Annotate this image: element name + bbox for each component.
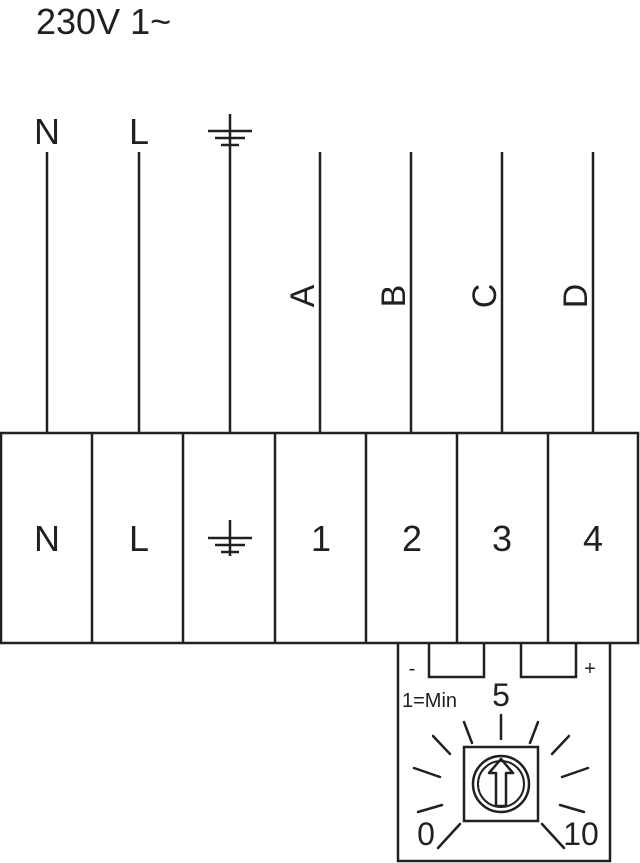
terminal-block bbox=[0, 431, 640, 645]
potentiometer-module bbox=[396, 643, 612, 863]
incoming-wires bbox=[45, 152, 232, 433]
plus-label: + bbox=[584, 658, 596, 680]
output-label-d: D bbox=[557, 284, 595, 309]
scale-high-label: 10 bbox=[563, 816, 599, 852]
output-label-a: A bbox=[284, 284, 322, 307]
earth-icon bbox=[208, 114, 252, 152]
minus-connector bbox=[427, 643, 486, 679]
terminal-label-n: N bbox=[34, 518, 60, 559]
incoming-label-l: L bbox=[129, 111, 149, 152]
plus-connector bbox=[519, 643, 578, 679]
dial-tick-marks bbox=[412, 713, 590, 850]
terminal-label-l: L bbox=[129, 518, 149, 559]
scale-low-label: 0 bbox=[417, 816, 435, 852]
terminal-label-2: 2 bbox=[402, 518, 422, 559]
incoming-label-n: N bbox=[34, 111, 60, 152]
output-label-c: C bbox=[466, 284, 504, 309]
scale-mid-label: 5 bbox=[492, 677, 510, 713]
terminal-label-3: 3 bbox=[492, 518, 512, 559]
minus-label: - bbox=[409, 658, 416, 680]
output-wires bbox=[318, 152, 595, 433]
terminal-label-4: 4 bbox=[583, 518, 603, 559]
output-label-b: B bbox=[375, 285, 413, 308]
dial-knob[interactable] bbox=[462, 745, 540, 823]
terminal-label-1: 1 bbox=[311, 518, 331, 559]
supply-voltage-label: 230V 1~ bbox=[36, 1, 171, 42]
terminal-earth-icon bbox=[208, 520, 252, 556]
min-note-label: 1=Min bbox=[402, 690, 457, 712]
dial-pointer-arrow-icon bbox=[487, 757, 515, 808]
